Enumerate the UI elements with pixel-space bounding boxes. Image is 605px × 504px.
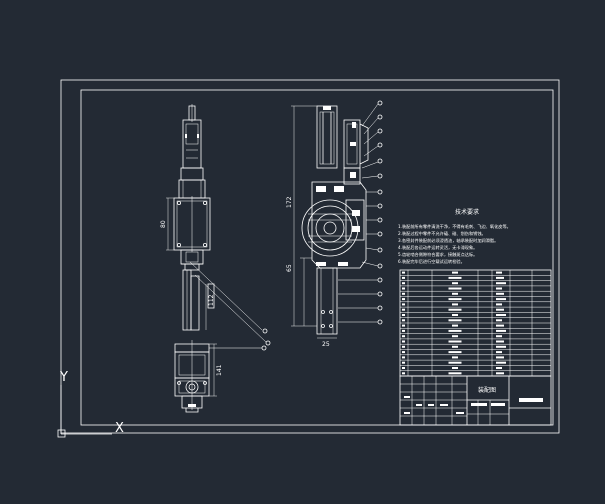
tech-requirement-line-5[interactable]: 5.齿轮啮合侧隙符合要求，接触斑点达标。 xyxy=(398,251,477,258)
bottom-view[interactable]: 141 xyxy=(174,340,267,413)
bom-cell-mark xyxy=(448,276,462,279)
bom-cell-mark xyxy=(496,340,504,343)
dimension-25[interactable]: 25 xyxy=(322,341,330,348)
bom-cell-mark xyxy=(496,292,504,295)
bom-cell-mark xyxy=(402,308,405,311)
bom-cell-mark xyxy=(402,276,405,279)
ucs-icon[interactable]: Y X xyxy=(57,370,124,438)
tech-requirement-line-4[interactable]: 4.装配后各运动件运转灵活，无卡滞现象。 xyxy=(398,244,477,251)
bom-cell-mark xyxy=(402,271,405,274)
bom-cell-mark xyxy=(496,308,504,311)
bom-cell-mark xyxy=(496,303,502,306)
bom-cell-mark xyxy=(448,361,462,364)
tech-requirement-line-3[interactable]: 3.各密封件装配前必须浸透油，轴承装配时加润滑脂。 xyxy=(398,237,498,244)
dimension-112[interactable]: 112 xyxy=(208,294,215,306)
bom-cell-mark xyxy=(402,303,405,306)
tech-requirement-line-2[interactable]: 2.装配过程中零件不允许磕、碰、划伤和锈蚀。 xyxy=(398,230,486,237)
bom-cell-mark xyxy=(402,282,405,285)
bom-cell-mark xyxy=(402,314,405,316)
tech-requirement-line-1[interactable]: 1.装配前所有零件清洗干净，不得有毛刺、飞边、氧化皮等。 xyxy=(398,223,511,230)
bom-cell-mark xyxy=(448,287,462,290)
bom-cell-mark xyxy=(496,345,506,348)
tech-requirements-title[interactable]: 技术要求 xyxy=(455,208,479,216)
bom-cell-mark xyxy=(402,372,405,375)
bom-cell-mark xyxy=(448,351,462,354)
bom-cell-mark xyxy=(448,329,462,332)
bom-cell-mark xyxy=(402,324,405,327)
shaft-view[interactable]: 112 xyxy=(182,261,271,346)
bom-cell-mark xyxy=(452,356,458,359)
bom-cell-mark xyxy=(402,345,405,348)
bom-cell-mark xyxy=(496,319,502,322)
bom-cell-mark xyxy=(452,335,458,338)
bom-cell-mark xyxy=(402,361,405,364)
bom-cell-mark xyxy=(402,287,405,290)
bom-cell-mark xyxy=(448,298,462,301)
bom-cell-mark xyxy=(496,298,506,301)
bom-cell-mark xyxy=(448,319,462,322)
bom-cell-mark xyxy=(448,340,462,343)
bom-cell-mark xyxy=(496,314,506,316)
bom-cell-mark xyxy=(448,308,462,311)
bom-cell-mark xyxy=(496,335,502,338)
section-view[interactable]: 172 65 25 xyxy=(286,100,383,348)
bom-cell-mark xyxy=(402,356,405,359)
bom-cell-mark xyxy=(402,292,405,295)
title-block[interactable]: 装配图 xyxy=(399,375,552,426)
technical-requirements[interactable]: 技术要求 1.装配前所有零件清洗干净，不得有毛刺、飞边、氧化皮等。 2.装配过程… xyxy=(398,208,511,265)
parts-list[interactable] xyxy=(399,269,552,377)
bom-cell-mark xyxy=(402,329,405,332)
bom-cell-mark xyxy=(496,367,502,369)
bom-cell-mark xyxy=(452,345,458,348)
front-view[interactable]: 80 xyxy=(160,104,211,271)
ucs-y-label[interactable]: Y xyxy=(59,370,68,385)
part-balloons[interactable] xyxy=(338,100,383,325)
bom-cell-mark xyxy=(402,367,405,369)
outer-frame[interactable] xyxy=(60,79,560,434)
bom-cell-mark xyxy=(496,324,504,327)
dimension-80[interactable]: 80 xyxy=(160,220,167,228)
bom-cell-mark xyxy=(496,271,502,274)
drawing-name[interactable]: 装配图 xyxy=(478,386,496,394)
bom-cell-mark xyxy=(452,271,458,274)
bom-cell-mark xyxy=(496,356,504,359)
ucs-x-label[interactable]: X xyxy=(115,421,124,436)
dimension-141[interactable]: 141 xyxy=(216,364,223,376)
bom-cell-mark xyxy=(496,372,504,375)
bom-cell-mark xyxy=(452,324,458,327)
bom-cell-mark xyxy=(452,282,458,285)
bom-cell-mark xyxy=(448,372,462,375)
bom-cell-mark xyxy=(452,303,458,306)
dimension-172[interactable]: 172 xyxy=(286,196,293,208)
bom-cell-mark xyxy=(452,292,458,295)
bom-cell-mark xyxy=(402,319,405,322)
bom-cell-mark xyxy=(496,282,506,285)
bom-cell-mark xyxy=(452,314,458,316)
bom-cell-mark xyxy=(402,335,405,338)
bom-cell-mark xyxy=(402,340,405,343)
bom-cell-mark xyxy=(496,361,506,364)
bom-cell-mark xyxy=(402,351,405,354)
bom-cell-mark xyxy=(402,298,405,301)
inner-frame[interactable] xyxy=(80,89,554,426)
bom-cell-mark xyxy=(496,351,502,354)
bom-cell-mark xyxy=(496,276,504,279)
bom-cell-mark xyxy=(496,329,506,332)
tech-requirement-line-6[interactable]: 6.装配完毕后进行空载试运转检验。 xyxy=(398,258,465,265)
bom-cell-mark xyxy=(496,287,502,290)
dimension-65[interactable]: 65 xyxy=(286,264,293,272)
bom-cell-mark xyxy=(452,367,458,369)
